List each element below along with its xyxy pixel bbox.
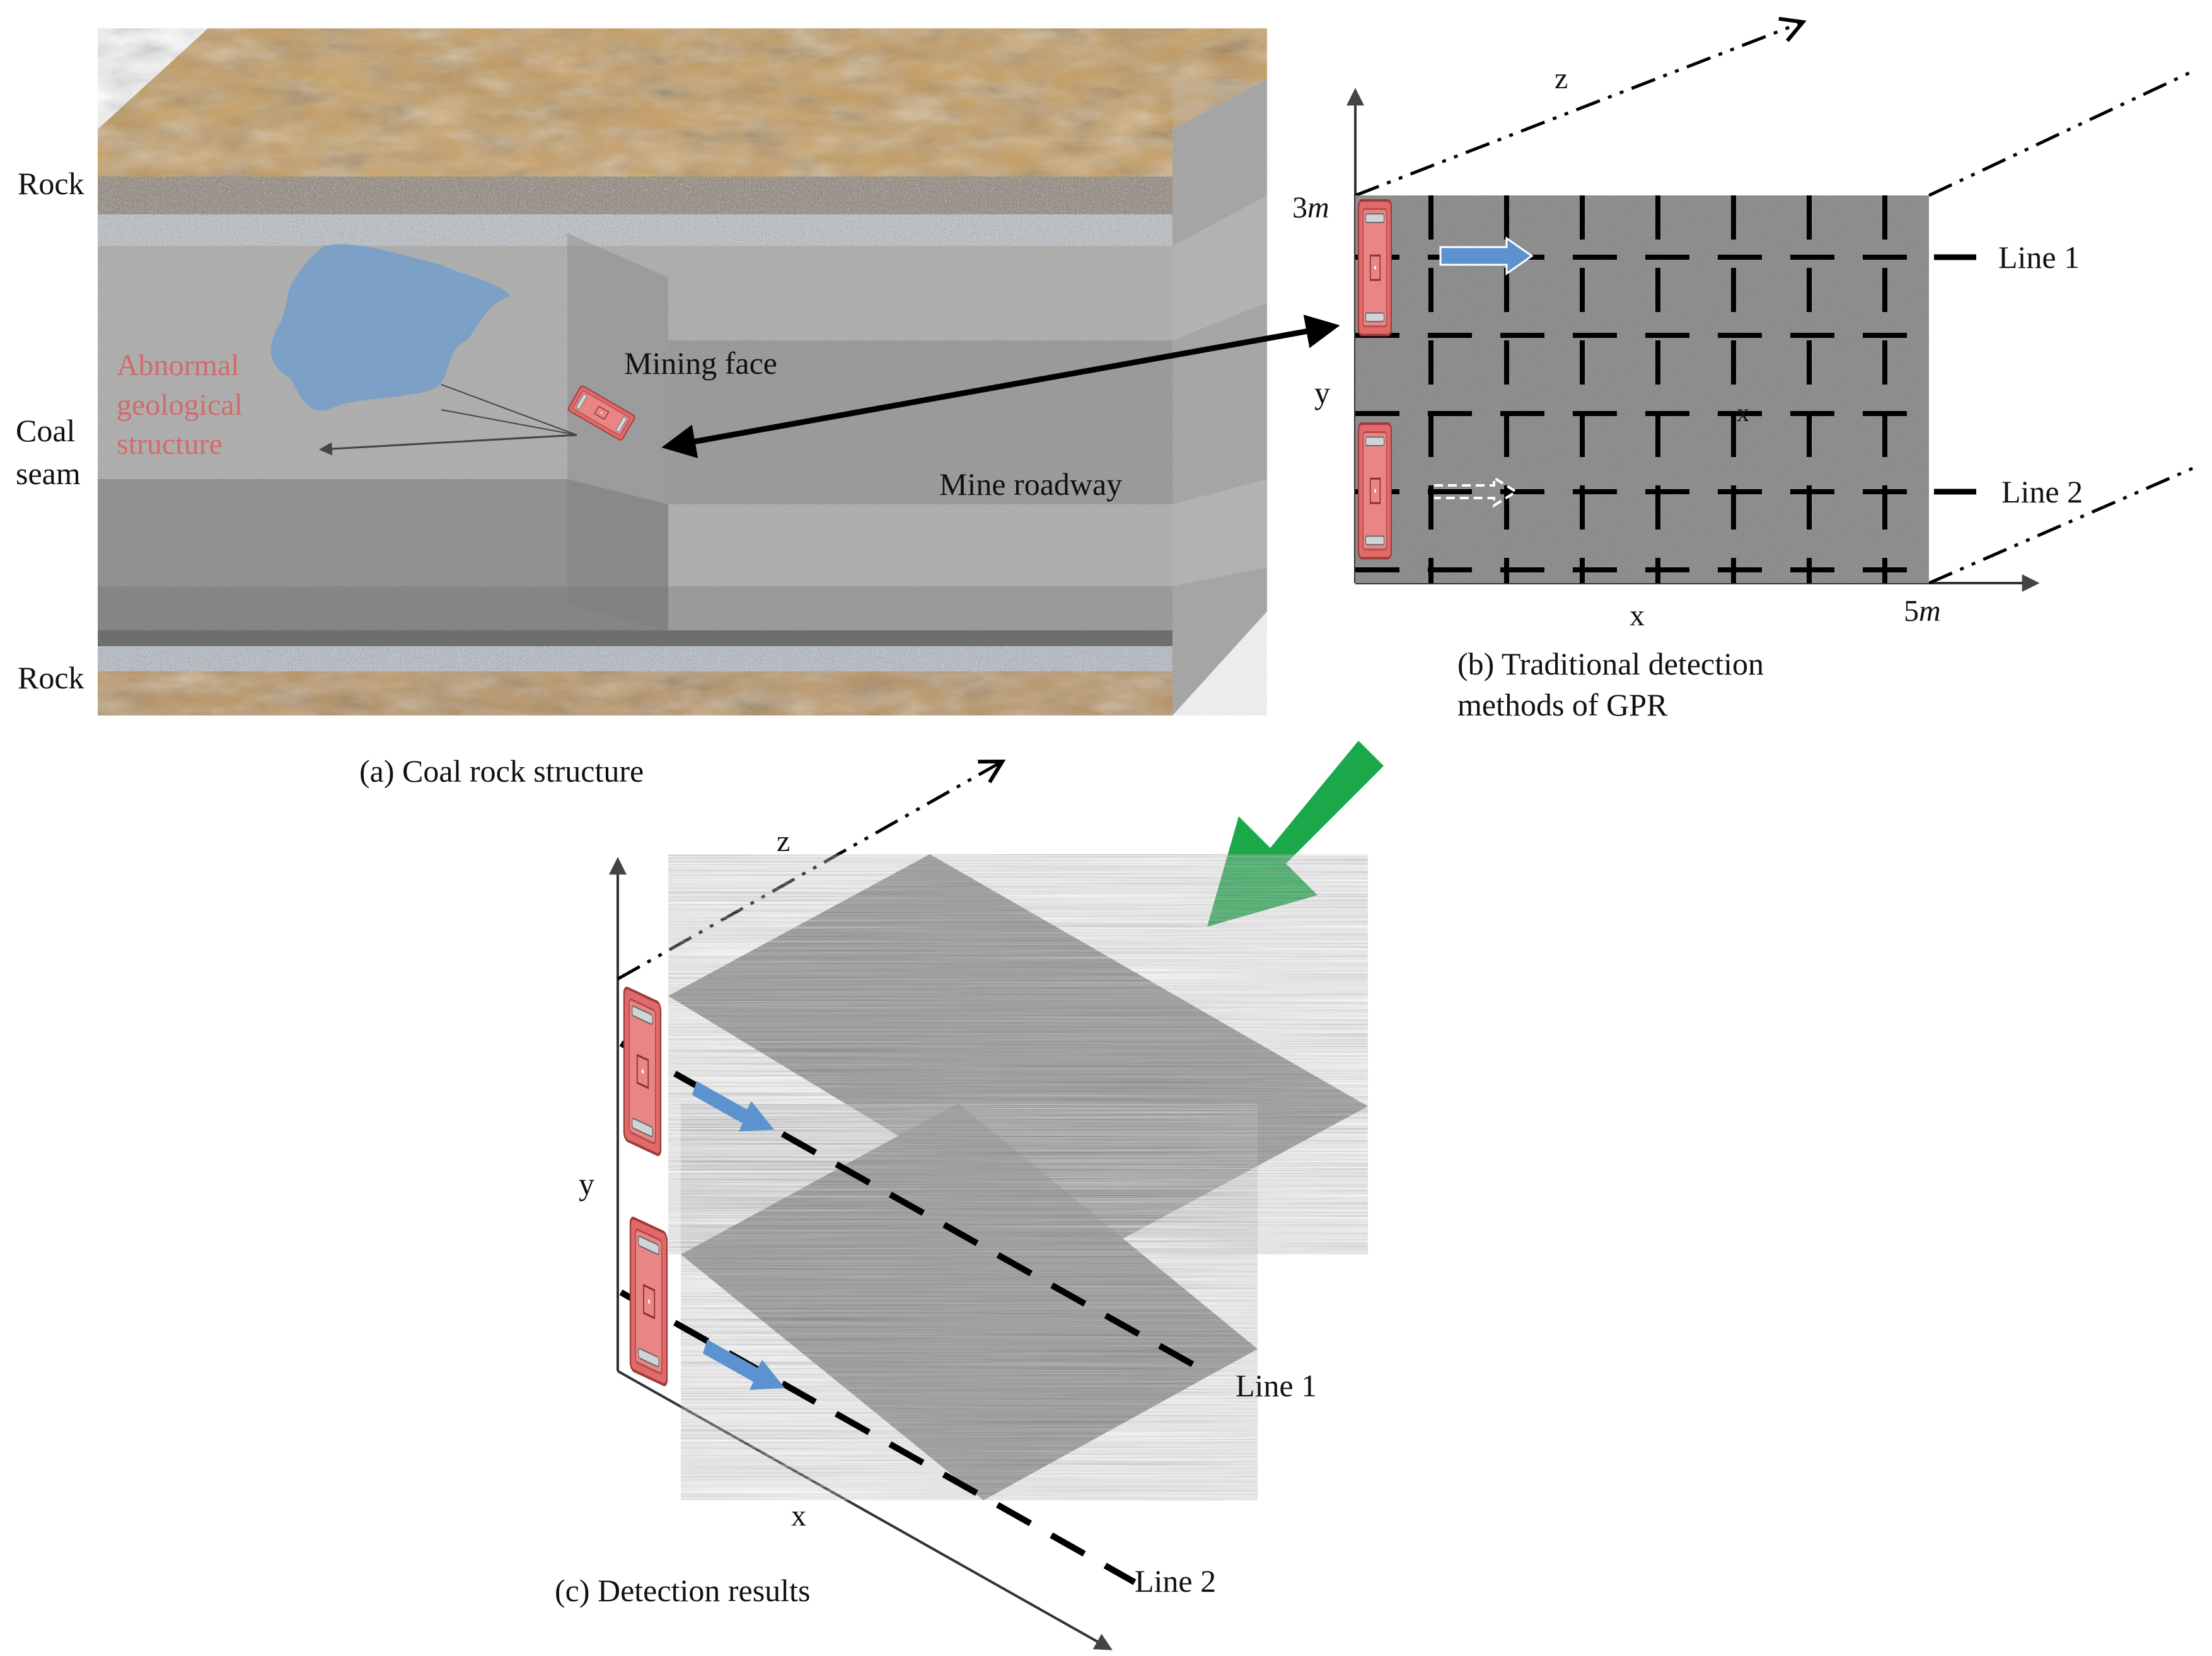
label-mining-face: Mining face (624, 345, 777, 381)
label-abnormal-3: structure (117, 427, 223, 461)
scan-arrow-c1 (692, 1081, 774, 1132)
gpr-device-c1 (624, 987, 661, 1156)
gpr-device-line2 (1357, 422, 1393, 560)
scan-arrow-b (1439, 236, 1534, 275)
scan-arrow-c2 (703, 1340, 785, 1390)
line2-label-c: Line 2 (1135, 1563, 1216, 1599)
caption-b-line2: methods of GPR (1457, 687, 1668, 722)
scan-line1-c (619, 1040, 1212, 1377)
caption-a: (a) Coal rock structure (359, 753, 644, 789)
axis-z-label-b: z (1555, 62, 1568, 95)
label-mine-roadway: Mine roadway (939, 466, 1122, 502)
label-abnormal-2: geological (117, 388, 243, 422)
scan-line2-c (619, 1289, 1137, 1585)
mined-block-shade (98, 479, 668, 630)
axis-z-label-c: z (777, 825, 790, 858)
axis-z-b (1355, 16, 1807, 197)
panel-c (609, 759, 1368, 1650)
caption-b-line1: (b) Traditional detection (1457, 646, 1764, 681)
line1-label-b: Line 1 (1998, 240, 2080, 275)
link-arrow (661, 315, 1340, 458)
axis-x-label-b: x (1630, 599, 1645, 632)
gpr-device-c2 (630, 1217, 667, 1386)
axis-y-label-b: y (1314, 375, 1330, 410)
label-coal: Coal (16, 413, 75, 448)
label-rock-bottom: Rock (18, 660, 84, 695)
detection-ray (318, 434, 577, 456)
panel-b (1346, 16, 2198, 592)
gpr-device-line1 (1357, 199, 1393, 337)
pending-arrow-b (1434, 475, 1519, 508)
label-rock-top: Rock (18, 166, 84, 201)
line1-label-c: Line 1 (1236, 1368, 1317, 1403)
axis-x-label-c: x (791, 1499, 806, 1532)
line2-label-b: Line 2 (2001, 474, 2083, 509)
axis-y-label-c: y (579, 1166, 594, 1201)
axis-x-c (617, 1370, 1113, 1650)
caption-c: (c) Detection results (555, 1573, 810, 1608)
anomaly-region (270, 244, 511, 411)
green-flow-arrow (1207, 741, 1384, 927)
label-abnormal-1: Abnormal (117, 349, 240, 382)
label-seam: seam (16, 456, 81, 491)
y-max-label: 3m (1292, 191, 1329, 224)
rock-top-texture (98, 28, 1267, 129)
axis-z-c (617, 759, 1006, 981)
x-max-label: 5m (1904, 594, 1941, 628)
center-mark-b: x (1737, 398, 1749, 427)
